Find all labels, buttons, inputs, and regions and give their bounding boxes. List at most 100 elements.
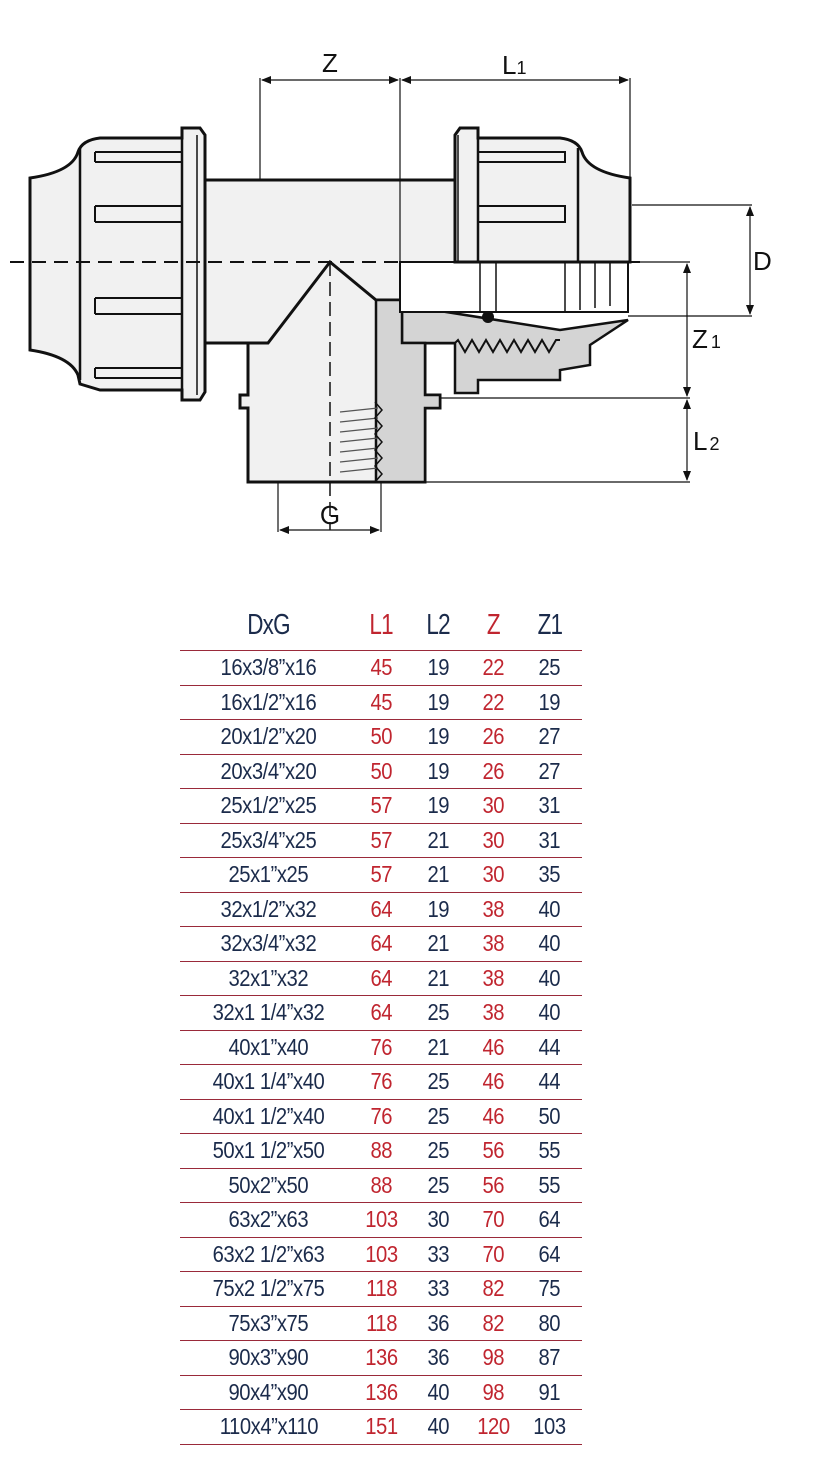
cell-l1: 88 [357,1133,406,1168]
cell-dxg: 20x3/4”x20 [180,753,358,789]
cell-z1: 44 [516,1064,582,1099]
cell-l2: 21 [405,926,471,961]
cell-l1: 64 [357,960,406,996]
header-z1: Z1 [536,608,562,641]
cell-z1: 27 [516,753,582,789]
header-l1: L1 [369,608,394,641]
cell-l2: 21 [405,857,471,892]
cell-z: 120 [470,1409,517,1445]
header-l2: L2 [426,608,450,641]
cell-l2: 21 [405,822,471,858]
cell-l2: 30 [405,1202,471,1237]
cell-dxg: 75x2 1/2”x75 [180,1271,358,1306]
cell-z: 56 [470,1133,517,1168]
cell-z: 38 [470,891,517,927]
cell-l2: 19 [405,788,471,823]
cell-l1: 103 [357,1202,406,1237]
cell-l2: 25 [405,1098,471,1134]
cell-dxg: 20x1/2”x20 [180,719,358,754]
cell-l1: 76 [357,1029,406,1065]
cell-dxg: 25x1”x25 [180,857,358,892]
cell-z: 38 [470,926,517,961]
cell-dxg: 25x3/4”x25 [180,822,358,858]
cell-z: 26 [470,719,517,754]
cell-l1: 88 [357,1167,406,1203]
cell-dxg: 50x1 1/2”x50 [180,1133,358,1168]
header-z: Z [486,608,501,641]
right-compression-nut [453,126,632,264]
cell-l2: 40 [405,1374,471,1410]
label-l1: L1 [502,50,526,80]
cell-z: 98 [470,1374,517,1410]
cell-z1: 87 [516,1340,582,1375]
cell-z: 30 [470,857,517,892]
cell-l2: 19 [405,753,471,789]
cell-l2: 36 [405,1340,471,1375]
cell-dxg: 50x2”x50 [180,1167,358,1203]
cell-dxg: 40x1”x40 [180,1029,358,1065]
cell-l2: 19 [405,719,471,754]
cell-l1: 64 [357,891,406,927]
cell-z: 46 [470,1064,517,1099]
cell-dxg: 40x1 1/4”x40 [180,1064,358,1099]
left-compression-nut [28,126,207,402]
cell-l1: 64 [357,995,406,1030]
cell-dxg: 32x3/4”x32 [180,926,358,961]
cell-z: 30 [470,822,517,858]
cell-l1: 64 [357,926,406,961]
cell-z1: 64 [516,1236,582,1272]
cell-dxg: 32x1/2”x32 [180,891,358,927]
cell-z1: 25 [516,650,582,685]
cell-l1: 118 [357,1271,406,1306]
cell-z1: 31 [516,822,582,858]
cell-z: 56 [470,1167,517,1203]
cell-dxg: 63x2 1/2”x63 [180,1236,358,1272]
cell-l2: 25 [405,1133,471,1168]
cell-z1: 40 [516,926,582,961]
header-dxg: DxG [247,608,291,641]
cell-z: 70 [470,1236,517,1272]
cell-l1: 151 [357,1409,406,1445]
cell-z1: 40 [516,995,582,1030]
cell-z1: 50 [516,1098,582,1134]
cell-z1: 91 [516,1374,582,1410]
label-d: D [753,246,772,276]
cell-z: 26 [470,753,517,789]
label-z: Z [322,48,338,78]
cell-dxg: 75x3”x75 [180,1305,358,1341]
cell-l2: 19 [405,684,471,720]
cell-l1: 118 [357,1305,406,1341]
cell-dxg: 40x1 1/2”x40 [180,1098,358,1134]
cell-z: 70 [470,1202,517,1237]
cell-l1: 103 [357,1236,406,1272]
cell-z1: 64 [516,1202,582,1237]
cell-z1: 44 [516,1029,582,1065]
cell-z: 22 [470,650,517,685]
cell-l2: 19 [405,650,471,685]
label-g: G [320,500,340,530]
cell-z: 46 [470,1098,517,1134]
cell-dxg: 16x3/8”x16 [180,650,358,685]
cell-dxg: 63x2”x63 [180,1202,358,1237]
cell-l1: 76 [357,1064,406,1099]
cell-z1: 31 [516,788,582,823]
cell-l1: 57 [357,857,406,892]
cell-l1: 45 [357,650,406,685]
cell-z1: 35 [516,857,582,892]
cell-l1: 50 [357,719,406,754]
